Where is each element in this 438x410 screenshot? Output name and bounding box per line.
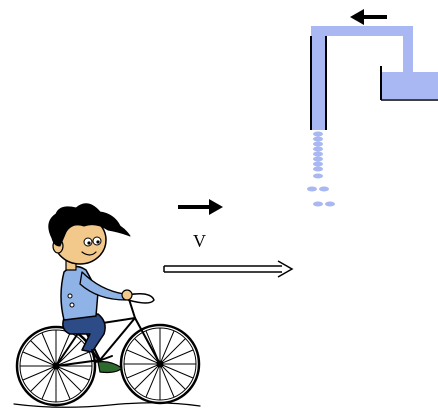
- left-arrow-icon: [350, 9, 387, 25]
- double-right-arrow-icon: [163, 260, 294, 278]
- shoe: [97, 361, 123, 374]
- water-tank: [380, 66, 438, 101]
- hand: [121, 289, 133, 301]
- siphon-pipe: [310, 26, 413, 130]
- cyclist: [13, 203, 201, 408]
- ground: [13, 402, 201, 408]
- right-arrow-icon: [178, 199, 223, 215]
- velocity-label: V: [193, 231, 206, 251]
- pants: [62, 313, 106, 353]
- hair: [48, 203, 131, 247]
- water-drops: [307, 131, 335, 207]
